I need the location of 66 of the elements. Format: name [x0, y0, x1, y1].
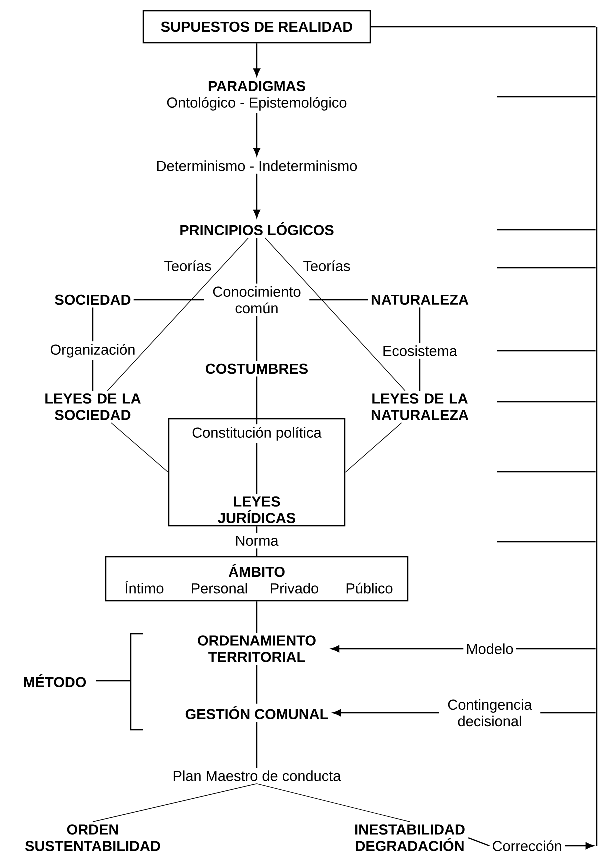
connector	[264, 238, 406, 392]
concept-label: LEYES DE LA SOCIEDAD	[46, 394, 141, 420]
connector	[256, 602, 258, 634]
connector	[256, 238, 258, 284]
concept-label: Corrección	[493, 840, 562, 852]
concept-label: LEYES JURÍDICAS	[218, 496, 296, 524]
concept-label: Ecosistema	[384, 346, 458, 356]
feedback-line	[497, 471, 596, 473]
scope-box: ÁMBITO Íntimo Personal Privado Público	[105, 556, 409, 602]
law-box	[168, 418, 346, 527]
feedback-line	[497, 350, 596, 352]
concept-label: NATURALEZA	[372, 294, 469, 306]
connector	[516, 648, 596, 650]
concept-label: PRINCIPIOS LÓGICOS	[180, 222, 334, 236]
concept-label: Norma	[236, 536, 279, 546]
feedback-line	[497, 267, 596, 269]
connector	[331, 645, 464, 653]
concept-label: PARADIGMAS Ontológico - Epistemológico	[167, 81, 347, 111]
concept-label: Modelo	[467, 644, 514, 654]
connector	[256, 526, 258, 534]
connector	[92, 308, 94, 342]
title-box: SUPUESTOS DE REALIDAD	[142, 10, 372, 44]
connector	[256, 443, 258, 494]
edge-label: Teorías	[163, 260, 213, 272]
concept-label: Constitución política	[192, 427, 322, 441]
connector	[371, 26, 596, 28]
connector	[256, 548, 258, 556]
connector	[92, 784, 258, 822]
connector	[565, 842, 594, 850]
connector	[256, 316, 258, 362]
connector	[468, 837, 490, 847]
concept-label: GESTIÓN COMUNAL	[186, 706, 328, 720]
concept-label: MÉTODO	[24, 674, 86, 688]
feedback-line	[497, 96, 596, 98]
feedback-line	[497, 229, 596, 231]
feedback-line	[497, 541, 596, 543]
concept-label: Determinismo - Indeterminismo	[157, 160, 358, 172]
connector	[253, 174, 261, 218]
concept-label: Conocimiento común	[213, 286, 301, 314]
connector	[253, 44, 261, 77]
concept-label: SOCIEDAD	[55, 294, 131, 306]
connector	[419, 358, 421, 392]
concept-label: ORDEN SUSTENTABILIDAD	[26, 824, 160, 852]
concept-label: COSTUMBRES	[206, 364, 308, 374]
connector	[107, 238, 249, 392]
connector	[310, 299, 368, 301]
concept-label: Contingencia decisional	[448, 699, 532, 727]
concept-label: LEYES DE LA NATURALEZA	[372, 394, 469, 420]
connector	[134, 299, 204, 301]
connector	[419, 308, 421, 344]
connector	[345, 422, 402, 473]
connector	[540, 712, 596, 714]
connector	[253, 113, 261, 156]
edge-label: Teorías	[302, 260, 352, 272]
connector	[111, 422, 169, 473]
feedback-line	[497, 401, 596, 403]
connector	[92, 360, 94, 392]
connector	[333, 709, 440, 717]
connector	[256, 665, 258, 704]
concept-label: Plan Maestro de conducta	[174, 770, 342, 782]
concept-label: Organización	[50, 344, 135, 358]
concept-label: INESTABILIDAD DEGRADACIÓN	[356, 824, 465, 852]
connector	[256, 376, 258, 425]
connector	[256, 722, 258, 768]
connector	[256, 784, 410, 822]
concept-label: ORDENAMIENTO TERRITORIAL	[198, 636, 316, 662]
